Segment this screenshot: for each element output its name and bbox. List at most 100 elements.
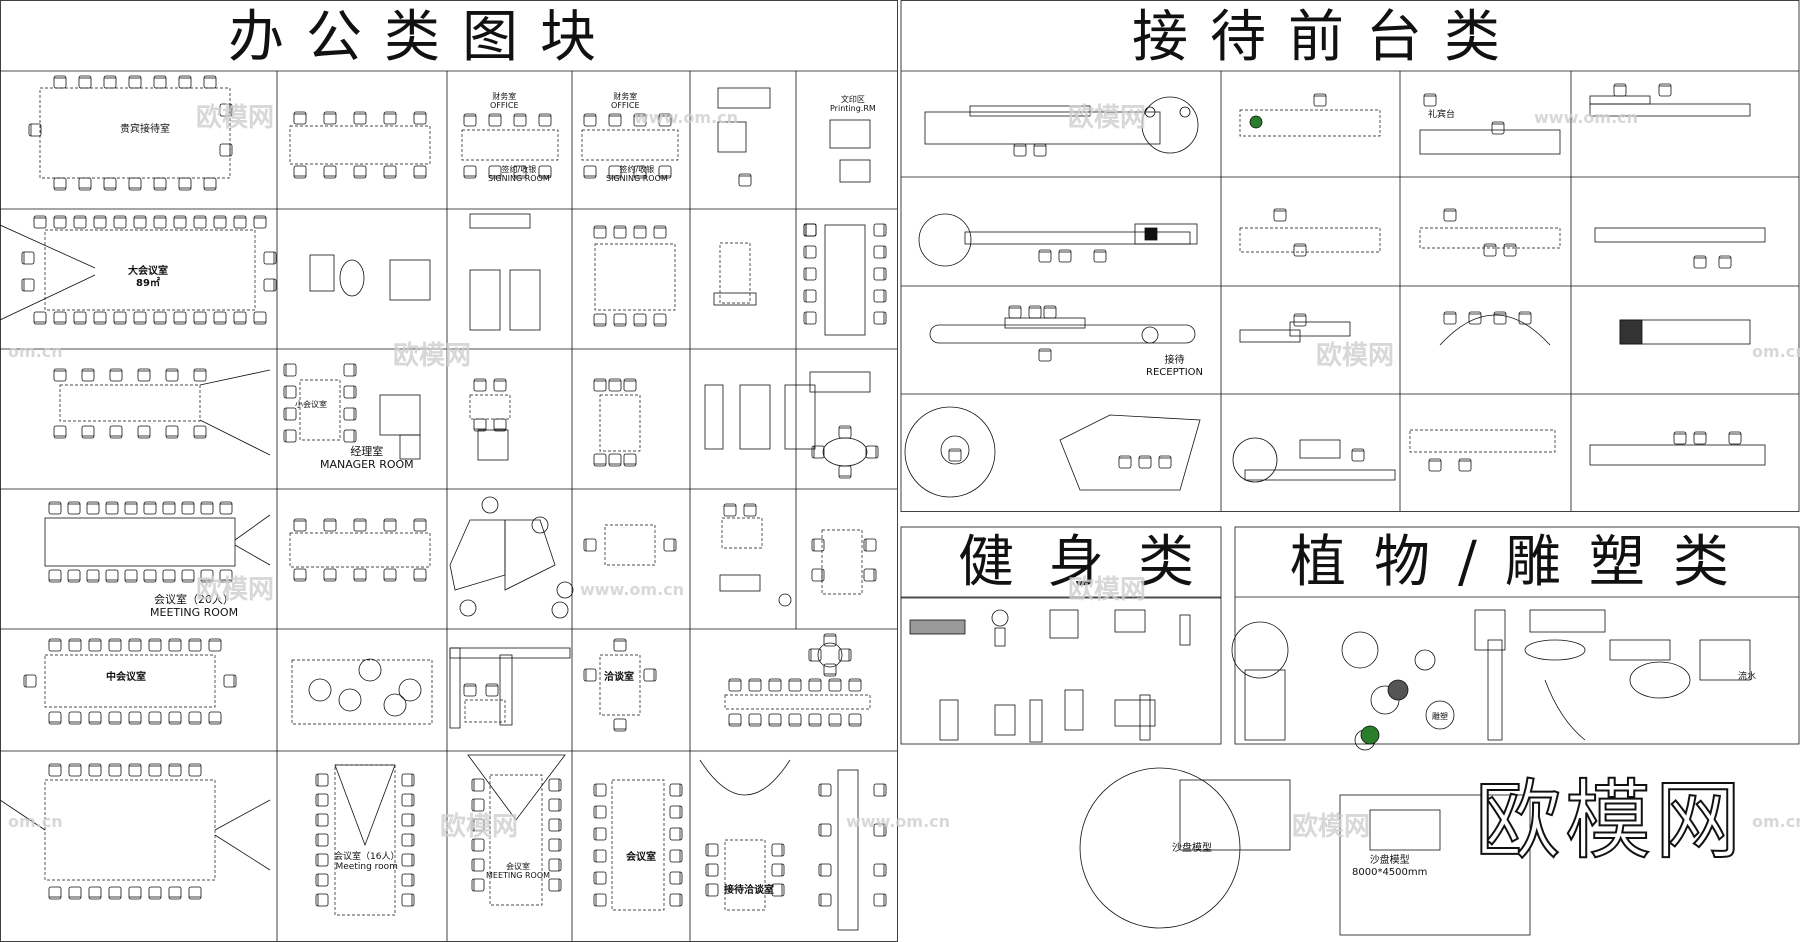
chair-icon [293, 518, 307, 532]
chair-seat [181, 569, 195, 583]
round-reception [904, 406, 996, 498]
label-small-meeting: 小会议室 [295, 400, 327, 409]
chair-seat [548, 878, 562, 892]
chair-icon [873, 783, 887, 797]
hedge-icon [1387, 679, 1409, 701]
chair-seat [293, 165, 307, 179]
chair-icon [1673, 431, 1687, 445]
chair-icon [771, 883, 785, 897]
desk [389, 259, 431, 301]
chair-seat [873, 267, 887, 281]
chair-seat [68, 711, 82, 725]
chair-seat [1423, 93, 1437, 107]
printer-desk [829, 119, 871, 149]
desk [464, 699, 506, 723]
chair-seat [413, 165, 427, 179]
chair-icon [608, 378, 622, 392]
marker [1144, 227, 1158, 241]
chair-icon [838, 425, 852, 439]
table-row [289, 532, 431, 568]
chair-seat [315, 853, 329, 867]
label-finance-office-1: 财务室 OFFICE [490, 92, 519, 111]
chair-seat [213, 215, 227, 229]
chair-seat [153, 311, 167, 325]
chair-icon [743, 503, 757, 517]
chair-icon [1493, 311, 1507, 325]
chair-icon [608, 113, 622, 127]
chair-seat [68, 763, 82, 777]
chair-seat [73, 311, 87, 325]
chair-seat [137, 368, 151, 382]
chair-seat [78, 177, 92, 191]
chair-seat [86, 569, 100, 583]
chair-seat [583, 538, 597, 552]
chair-seat [143, 501, 157, 515]
chair-seat [383, 165, 397, 179]
watermark-4: 欧模网 [440, 812, 519, 842]
projection-fan [334, 764, 396, 847]
chair-icon [188, 638, 202, 652]
chair-seat [323, 111, 337, 125]
desk [469, 213, 531, 229]
chair-seat [283, 363, 297, 377]
chair-seat [513, 165, 527, 179]
chair-seat [383, 568, 397, 582]
chair-seat [188, 638, 202, 652]
chair-seat [93, 215, 107, 229]
chair-seat [401, 853, 415, 867]
chair-icon [873, 863, 887, 877]
chair-icon [153, 215, 167, 229]
casual-lounge [291, 659, 433, 725]
chair-seat [108, 763, 122, 777]
chair-icon [193, 425, 207, 439]
chair-seat [1718, 255, 1732, 269]
chair-icon [818, 893, 832, 907]
chair-icon [137, 368, 151, 382]
chair-seat [203, 75, 217, 89]
chair-seat [343, 429, 357, 443]
chair-seat [48, 763, 62, 777]
chair-seat [401, 833, 415, 847]
chair-icon [208, 638, 222, 652]
long-desk [1589, 444, 1766, 466]
chair-icon [768, 713, 782, 727]
chair-icon [188, 886, 202, 900]
chair-seat [1273, 208, 1287, 222]
title-office-blocks: 办公类图块 [228, 5, 618, 70]
chair-seat [23, 674, 37, 688]
sight-line [214, 799, 271, 831]
chair-icon [148, 886, 162, 900]
chair-icon [162, 501, 176, 515]
chair-seat [463, 113, 477, 127]
chair-icon [148, 763, 162, 777]
chair-seat [808, 713, 822, 727]
watermark-site-1: www.om.cn [634, 108, 739, 127]
chair-icon [315, 873, 329, 887]
chair-seat [658, 165, 672, 179]
chair-seat [583, 668, 597, 682]
chair-seat [233, 311, 247, 325]
copier [839, 159, 871, 183]
chair-icon [401, 893, 415, 907]
sight-line [234, 514, 271, 541]
chair-icon [48, 886, 62, 900]
chair-icon [1273, 208, 1287, 222]
chair-seat [137, 425, 151, 439]
chair-seat [353, 568, 367, 582]
chair-icon [593, 225, 607, 239]
planter-bed [1244, 669, 1286, 741]
label-meeting-small: 会议室 MEETING ROOM [486, 862, 551, 881]
chair-icon [593, 783, 607, 797]
chair-seat [818, 893, 832, 907]
chair-seat [613, 313, 627, 327]
chair-icon [863, 568, 877, 582]
chair-seat [471, 838, 485, 852]
chair-icon [219, 569, 233, 583]
chair-icon [471, 858, 485, 872]
workstation [739, 384, 771, 450]
label-signing-room-2: 签约/收银 SIGNING ROOM [606, 165, 668, 184]
chair-icon [213, 311, 227, 325]
chair-icon [173, 215, 187, 229]
chair-seat [105, 569, 119, 583]
